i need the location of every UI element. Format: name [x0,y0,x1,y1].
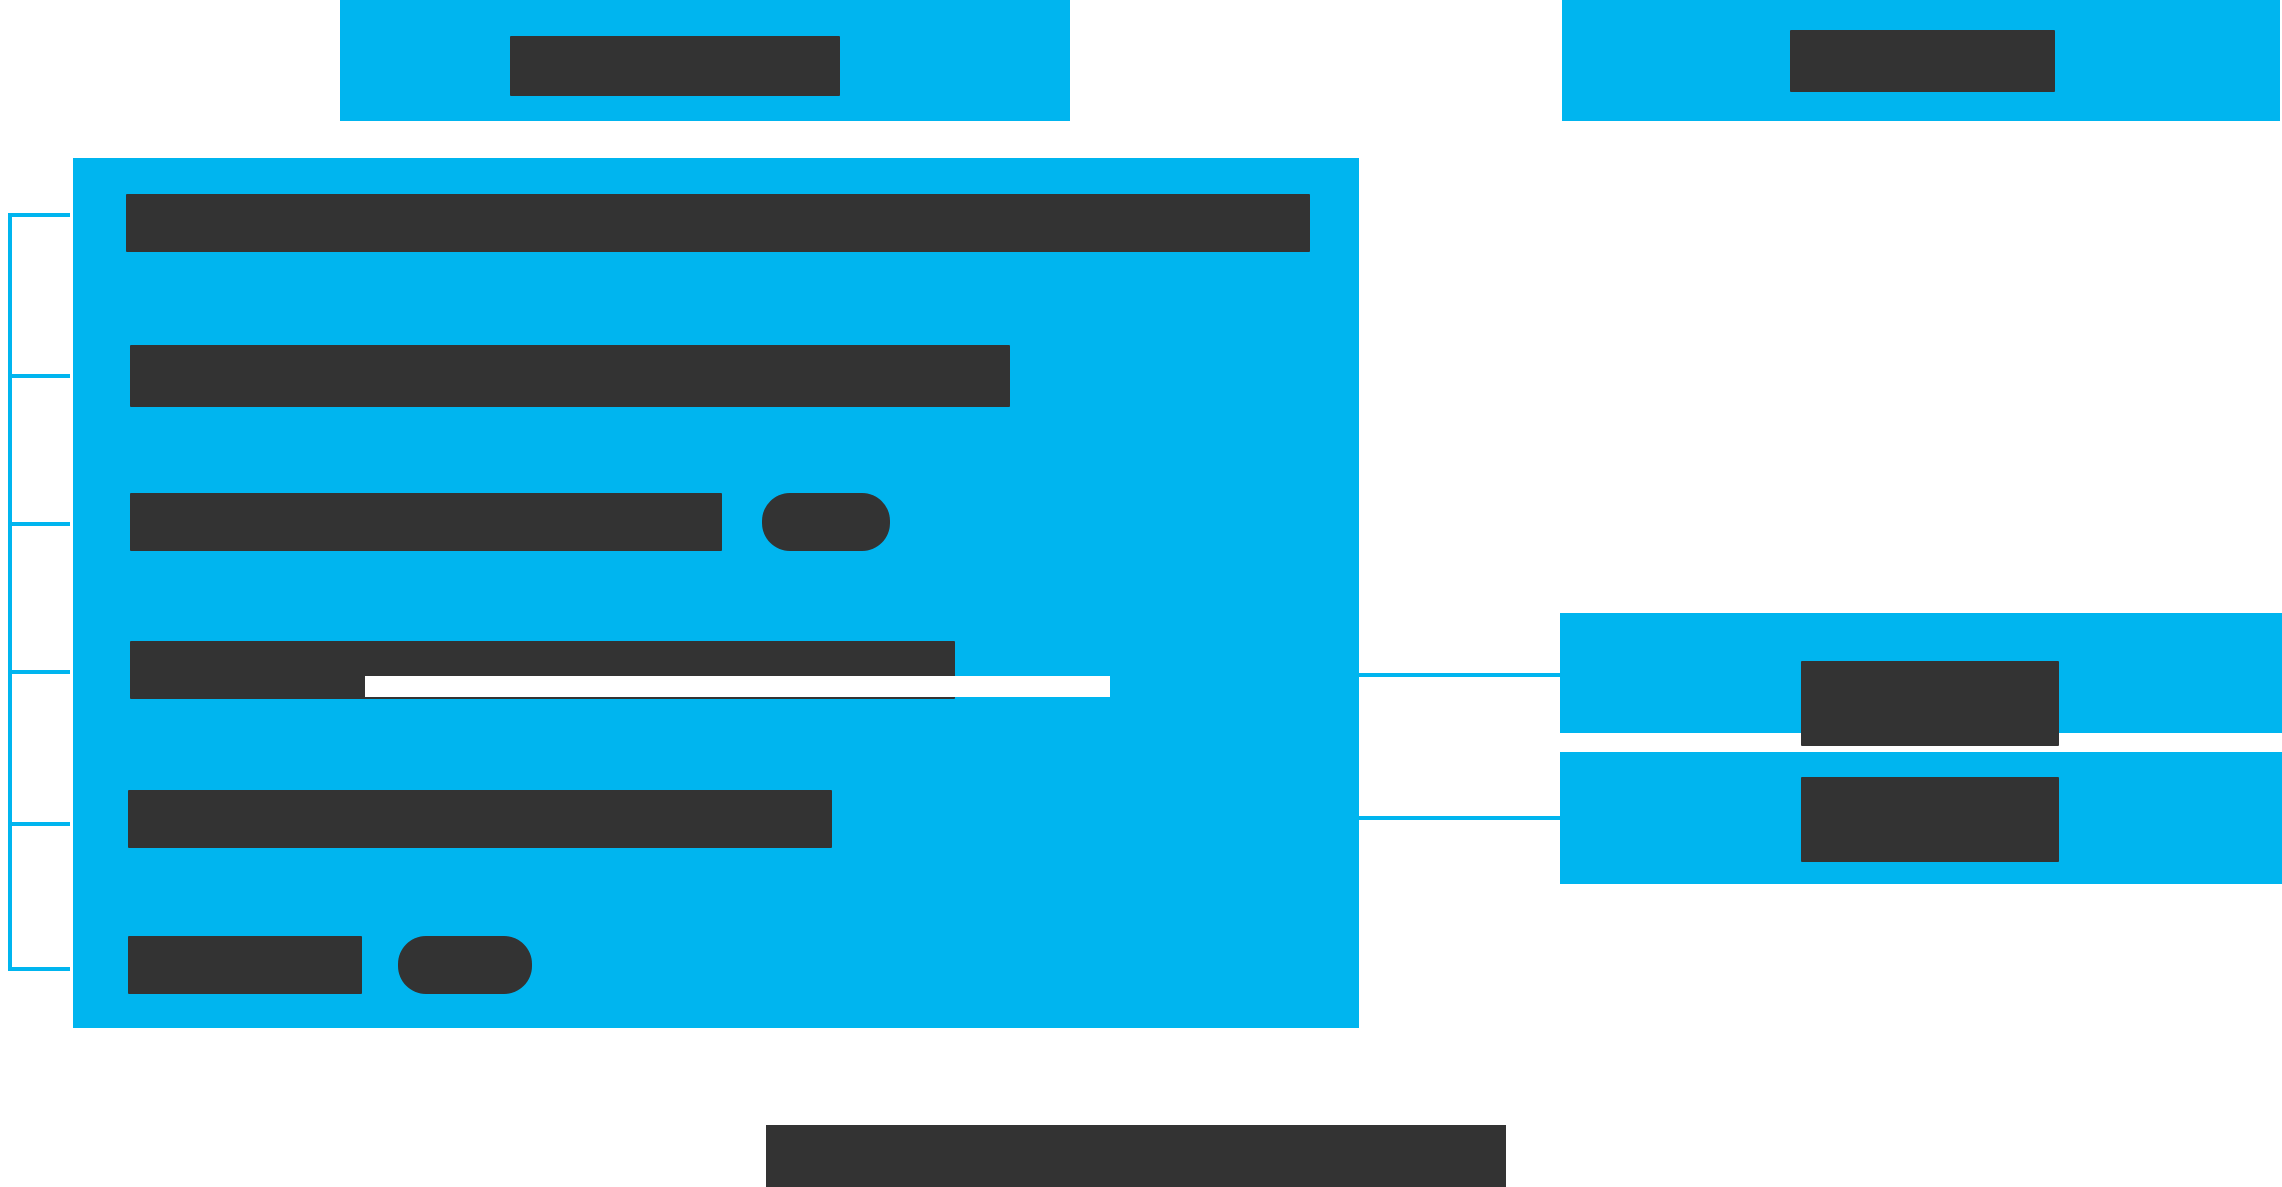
row-3-label [73,158,74,159]
bracket-spine [8,213,12,971]
connector-to-branch-1 [1359,673,1562,677]
row-2-redaction-segment [130,345,1010,407]
branch-panel-2[interactable] [1560,752,2282,884]
header-secondary-banner[interactable] [1562,0,2280,121]
header-primary-label [340,0,341,1]
row-1-redaction-segment [126,194,1310,252]
connector-to-branch-2 [1359,816,1562,820]
bracket-tick-5 [8,822,70,826]
row-4-label [73,158,74,159]
header-primary-banner[interactable] [340,0,1070,121]
header-secondary-label [1562,0,1563,1]
row-3-redaction-segment [130,493,722,551]
row-6-redaction-segment-parenthetical [398,936,532,994]
footer-note-bar[interactable] [766,1125,1506,1187]
bracket-tick-4 [8,670,70,674]
row-3-redaction-segment-parenthetical [762,493,890,551]
branch-panel-1[interactable] [1560,613,2282,787]
header-primary-redaction [510,36,840,96]
row-6-redaction-segment [128,936,362,994]
row-4-knockout-underline [365,676,1110,697]
row-6-label [73,158,74,159]
branch-2-label [1560,752,1561,753]
row-5-label [73,158,74,159]
row-1-label [73,158,74,159]
bracket-tick-6 [8,967,70,971]
bracket-tick-3 [8,522,70,526]
footer-note-label [766,1125,767,1126]
branch-1-redaction [1801,661,2059,746]
branch-1-label [1560,613,1561,614]
row-5-redaction-segment [128,790,832,848]
header-secondary-redaction [1790,30,2055,92]
bracket-tick-2 [8,374,70,378]
row-2-label [73,158,74,159]
main-content-panel[interactable] [73,158,1359,1028]
branch-2-redaction [1801,777,2059,862]
bracket-tick-1 [8,213,70,217]
